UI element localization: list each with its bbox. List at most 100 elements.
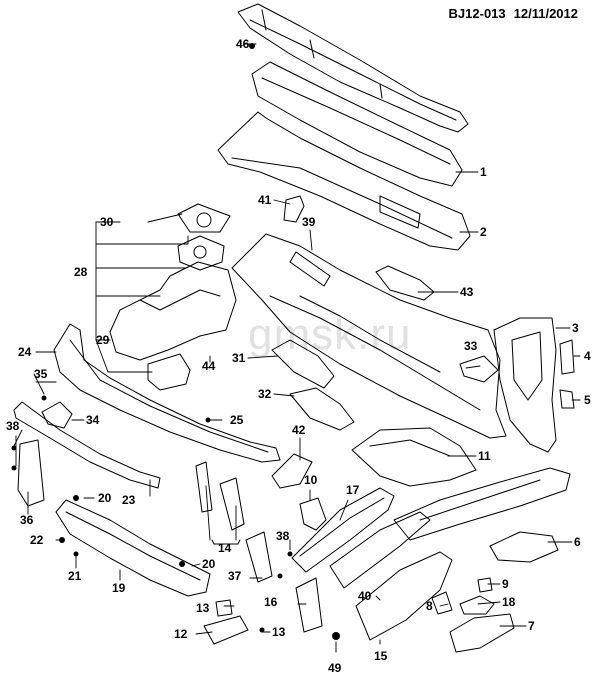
part-36-bracket: [17, 439, 45, 507]
callout-c36: 36: [20, 513, 34, 527]
part-19-crossmember: [55, 499, 211, 597]
callout-c24: 24: [18, 345, 32, 359]
part-14-brace-a: [195, 461, 213, 513]
callout-c7: 7: [528, 619, 535, 633]
callout-c3: 3: [572, 321, 579, 335]
callout-c6: 6: [574, 535, 581, 549]
callout-c41: 41: [258, 193, 272, 207]
part-31-bracket: [271, 339, 335, 389]
callout-c8: 8: [426, 599, 433, 613]
part-24-rail: [53, 323, 281, 463]
callout-c13b: 13: [272, 625, 286, 639]
callout-c9: 9: [502, 577, 509, 591]
bolt-38b: [11, 465, 17, 471]
callout-c31: 31: [232, 351, 246, 365]
part-11-floor-tray: [351, 427, 477, 487]
part-37-bracket: [245, 531, 273, 583]
callout-c30: 30: [100, 215, 114, 229]
callout-c22: 22: [30, 533, 44, 547]
callout-c15: 15: [374, 649, 388, 663]
callout-c17: 17: [346, 483, 360, 497]
callout-c44: 44: [202, 359, 216, 373]
part-42-bracket: [271, 453, 313, 489]
callout-c37: 37: [228, 569, 242, 583]
callout-c5: 5: [584, 393, 591, 407]
part-5-bracket: [559, 389, 575, 409]
callout-c14: 14: [218, 541, 232, 555]
bolt-13b: [259, 627, 265, 633]
part-strut-cap: [177, 235, 225, 271]
callout-c39: 39: [302, 215, 316, 229]
callout-c18: 18: [502, 595, 516, 609]
bolt-25: [205, 417, 211, 423]
part-34-bracket: [41, 401, 73, 429]
part-32-bracket: [289, 387, 355, 431]
callout-c20b: 20: [202, 557, 216, 571]
part-16-post: [295, 577, 323, 633]
callout-c12: 12: [174, 627, 188, 641]
bolt-21: [73, 551, 79, 557]
callout-c11: 11: [478, 449, 491, 463]
callout-c33: 33: [464, 339, 478, 353]
bolt-38a: [11, 445, 17, 451]
part-15-lower-panel: [355, 551, 453, 641]
part-12-clip: [203, 615, 249, 645]
callout-c34: 34: [86, 413, 100, 427]
callout-c43: 43: [460, 285, 474, 299]
callout-c19: 19: [112, 581, 126, 595]
callout-c25: 25: [230, 413, 244, 427]
part-6-bracket: [489, 531, 559, 563]
callout-c38b: 38: [276, 529, 290, 543]
part-4-bracket: [559, 339, 575, 375]
part-30-strut-plate: [177, 203, 231, 233]
callout-c46: 46: [236, 37, 250, 51]
diagram-date: 12/11/2012: [513, 6, 578, 21]
part-10-bracket: [299, 497, 327, 531]
callout-c16: 16: [264, 595, 278, 609]
leader-lines: [13, 43, 581, 653]
callout-c4: 4: [584, 349, 591, 363]
part-13-fastener-a: [215, 599, 233, 617]
part-43-bracket: [375, 265, 435, 301]
bolt-37: [277, 573, 283, 579]
callout-c40: 40: [358, 589, 372, 603]
callout-c10: 10: [304, 473, 318, 487]
part-29-wheelhouse: [109, 261, 237, 361]
diagram-code: BJ12-013: [448, 6, 506, 21]
bolt-35: [41, 395, 47, 401]
callout-c28: 28: [74, 265, 88, 279]
callout-c32: 32: [258, 387, 272, 401]
part-17-side-rail: [291, 487, 395, 573]
callout-c1: 1: [480, 165, 487, 179]
part-40-frame: [329, 511, 431, 589]
callout-c38a: 38: [6, 419, 20, 433]
cowl-top-panel: [237, 3, 469, 133]
part-14-brace-b: [219, 477, 245, 531]
callout-c2: 2: [480, 225, 487, 239]
part-18-bracket: [459, 595, 495, 615]
callout-c20a: 20: [98, 491, 112, 505]
callout-c21: 21: [68, 569, 82, 583]
bolt-20a: [73, 495, 79, 501]
part-33-tray: [459, 355, 499, 383]
part-7-bracket: [449, 613, 515, 653]
diagram-header: BJ12-013 12/11/2012: [441, 6, 578, 21]
callout-c29: 29: [96, 333, 110, 347]
callout-c23: 23: [122, 493, 136, 507]
callout-c35: 35: [34, 367, 48, 381]
bolt-38c: [287, 551, 293, 557]
bolt-20b: [179, 561, 185, 567]
callout-c49: 49: [328, 661, 342, 674]
callout-c42: 42: [292, 423, 306, 437]
part-39-dash-panel: [231, 233, 507, 439]
part-frame-rail-right: [393, 467, 571, 541]
part-8-bracket: [431, 591, 453, 615]
part-9-clip: [477, 577, 493, 593]
part-41-bracket: [283, 195, 305, 223]
callout-c13a: 13: [196, 601, 210, 615]
bolt-49: [332, 632, 340, 640]
part-2-cowl-lower: [217, 111, 471, 251]
part-3-side-panel: [493, 317, 557, 453]
part-1-cowl-upper: [251, 61, 463, 187]
